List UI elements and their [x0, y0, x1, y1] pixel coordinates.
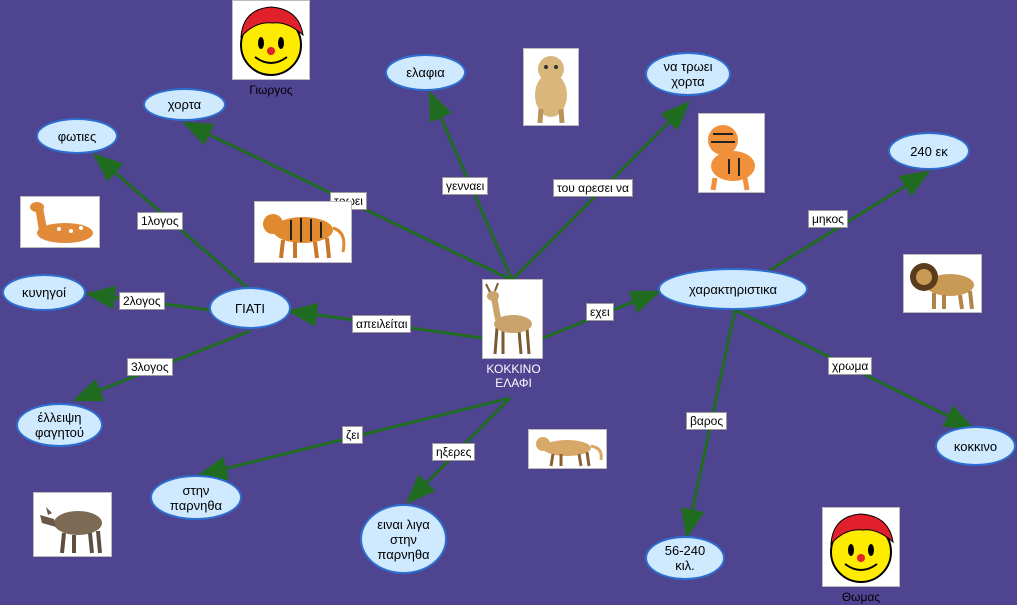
- link-label-mikos: μηκος: [808, 210, 848, 228]
- node-fwties[interactable]: φωτιες: [36, 118, 118, 154]
- avatar-thwmas: [822, 507, 900, 587]
- link-label-l1: 1λογος: [137, 212, 183, 230]
- avatar-giorgos: [232, 0, 310, 80]
- deer-image-center[interactable]: [482, 279, 543, 359]
- link-label-iksereis: ηξερες: [432, 443, 476, 461]
- node-xarakt[interactable]: χαρακτηριστικα: [658, 268, 808, 310]
- node-liga[interactable]: ειναι λιγα στην παρνηθα: [360, 504, 447, 574]
- node-mikos-val[interactable]: 240 εκ: [888, 132, 970, 170]
- tiger-cartoon-image: [698, 113, 765, 193]
- link-label-xrwma: χρωμα: [828, 357, 873, 375]
- center-concept-label: ΚΟΚΚΙΝΟ ΕΛΑΦΙ: [486, 362, 541, 390]
- caption-giorgos: Γιωργος: [249, 83, 293, 97]
- node-elleipsi[interactable]: έλλειψη φαγητού: [16, 403, 103, 447]
- node-na-troei[interactable]: να τρωει χορτα: [645, 52, 731, 96]
- link-label-aresei: του αρεσει να: [553, 179, 633, 197]
- node-parnitha[interactable]: στην παρνηθα: [150, 475, 242, 520]
- link-label-zei: ζει: [342, 426, 364, 444]
- arrow-mikos: [769, 170, 931, 272]
- node-kynigoi[interactable]: κυνηγοί: [2, 274, 86, 311]
- node-giati[interactable]: ΓΙΑΤΙ: [209, 287, 291, 329]
- tiger-photo-image: [254, 201, 352, 263]
- link-label-gennaei: γενναει: [442, 177, 489, 195]
- node-elafia[interactable]: ελαφια: [385, 54, 466, 91]
- caption-thwmas: Θωμας: [841, 590, 881, 604]
- lion-image: [903, 254, 982, 313]
- link-label-exei: εχει: [586, 303, 614, 321]
- link-label-l3: 3λογος: [127, 358, 173, 376]
- node-baros-val[interactable]: 56-240 κιλ.: [645, 536, 725, 580]
- node-xorta[interactable]: χορτα: [143, 88, 226, 121]
- link-label-apeileitai: απειλείται: [352, 315, 412, 333]
- node-kokkino[interactable]: κοκκινο: [935, 426, 1016, 466]
- cougar-image: [528, 429, 607, 469]
- lion-cub-image: [523, 48, 579, 126]
- fawn-image: [20, 196, 100, 248]
- wolf-image: [33, 492, 112, 557]
- link-label-baros: βαρος: [686, 412, 728, 430]
- link-label-l2: 2λογος: [119, 292, 165, 310]
